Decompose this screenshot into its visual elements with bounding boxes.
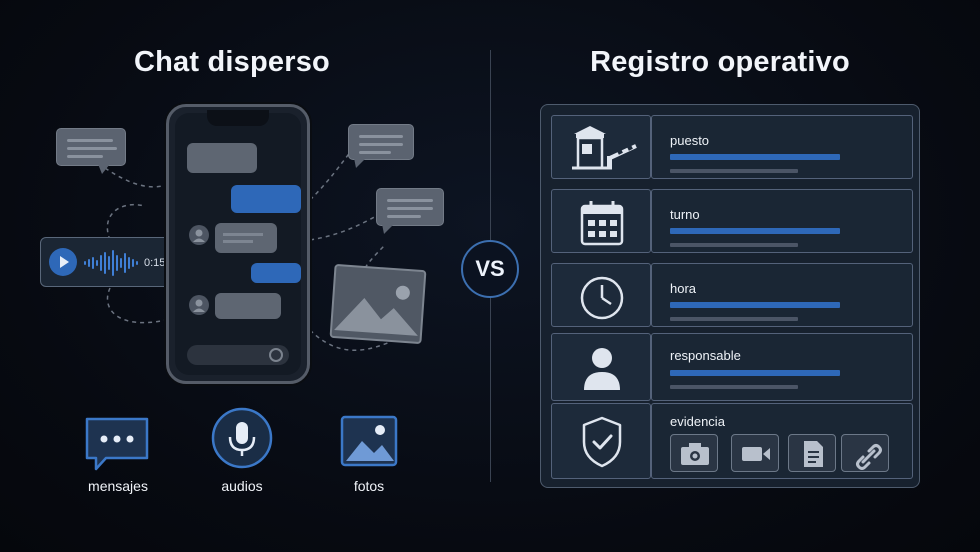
microphone-icon (211, 407, 273, 469)
image-icon (340, 415, 398, 467)
registry-row-content: responsable (651, 333, 913, 401)
chat-bubble-received (187, 143, 257, 173)
bubble-tail (382, 224, 394, 234)
chat-dots-icon (84, 416, 150, 472)
avatar (189, 295, 209, 315)
link-icon[interactable] (841, 434, 889, 472)
person-icon (551, 333, 651, 401)
registry-row-hora: hora (551, 263, 913, 327)
registry-row-content: puesto (651, 115, 913, 179)
field-hint-bar (670, 243, 798, 247)
left-title: Chat disperso (134, 46, 330, 78)
audio-duration: 0:15 (144, 257, 166, 269)
registry-row-content: hora (651, 263, 913, 327)
field-hint-bar (670, 169, 798, 173)
vs-badge: VS (461, 240, 519, 298)
field-hint-bar (670, 317, 798, 321)
floating-photo-card (329, 263, 427, 345)
chat-input-bar (187, 345, 289, 365)
field-hint-bar (670, 385, 798, 389)
chat-bubble-sent (251, 263, 301, 283)
mountain-image-icon (334, 285, 418, 336)
guard-booth-barrier-icon (551, 115, 651, 179)
chat-bubble-sent (231, 185, 301, 213)
registry-row-content: evidencia (651, 403, 913, 479)
play-icon (49, 248, 77, 276)
floating-chat-bubble (376, 188, 444, 226)
phone-screen (175, 113, 301, 375)
waveform-icon (84, 250, 138, 276)
audio-message-card: 0:15 (40, 237, 170, 287)
row-label: turno (670, 207, 700, 222)
row-label: hora (670, 281, 697, 296)
floating-chat-bubble (348, 124, 414, 160)
row-label: puesto (670, 133, 710, 148)
shield-check-icon (551, 403, 651, 479)
bubble-tail (354, 158, 366, 168)
floating-chat-bubble (56, 128, 126, 166)
field-value-bar (670, 228, 840, 234)
phone-mockup (166, 104, 310, 384)
avatar (189, 225, 209, 245)
chat-bubble-received (215, 223, 277, 253)
registry-panel: puesto turno (540, 104, 920, 488)
field-value-bar (670, 370, 840, 376)
row-label: evidencia (670, 414, 725, 429)
registry-row-content: turno (651, 189, 913, 253)
document-icon[interactable] (788, 434, 836, 472)
video-icon[interactable] (731, 434, 779, 472)
bubble-tail (98, 164, 110, 174)
clock-icon (551, 263, 651, 327)
field-value-bar (670, 302, 840, 308)
camera-icon[interactable] (670, 434, 718, 472)
registry-row-evidencia: evidencia (551, 403, 913, 479)
right-title: Registro operativo (590, 46, 850, 78)
calendar-icon (551, 189, 651, 253)
registry-row-responsable: responsable (551, 333, 913, 401)
field-value-bar (670, 154, 840, 160)
row-label: responsable (670, 348, 741, 363)
phone-notch (207, 110, 269, 126)
registry-row-puesto: puesto (551, 115, 913, 179)
chat-bubble-received (215, 293, 281, 319)
registry-row-turno: turno (551, 189, 913, 253)
